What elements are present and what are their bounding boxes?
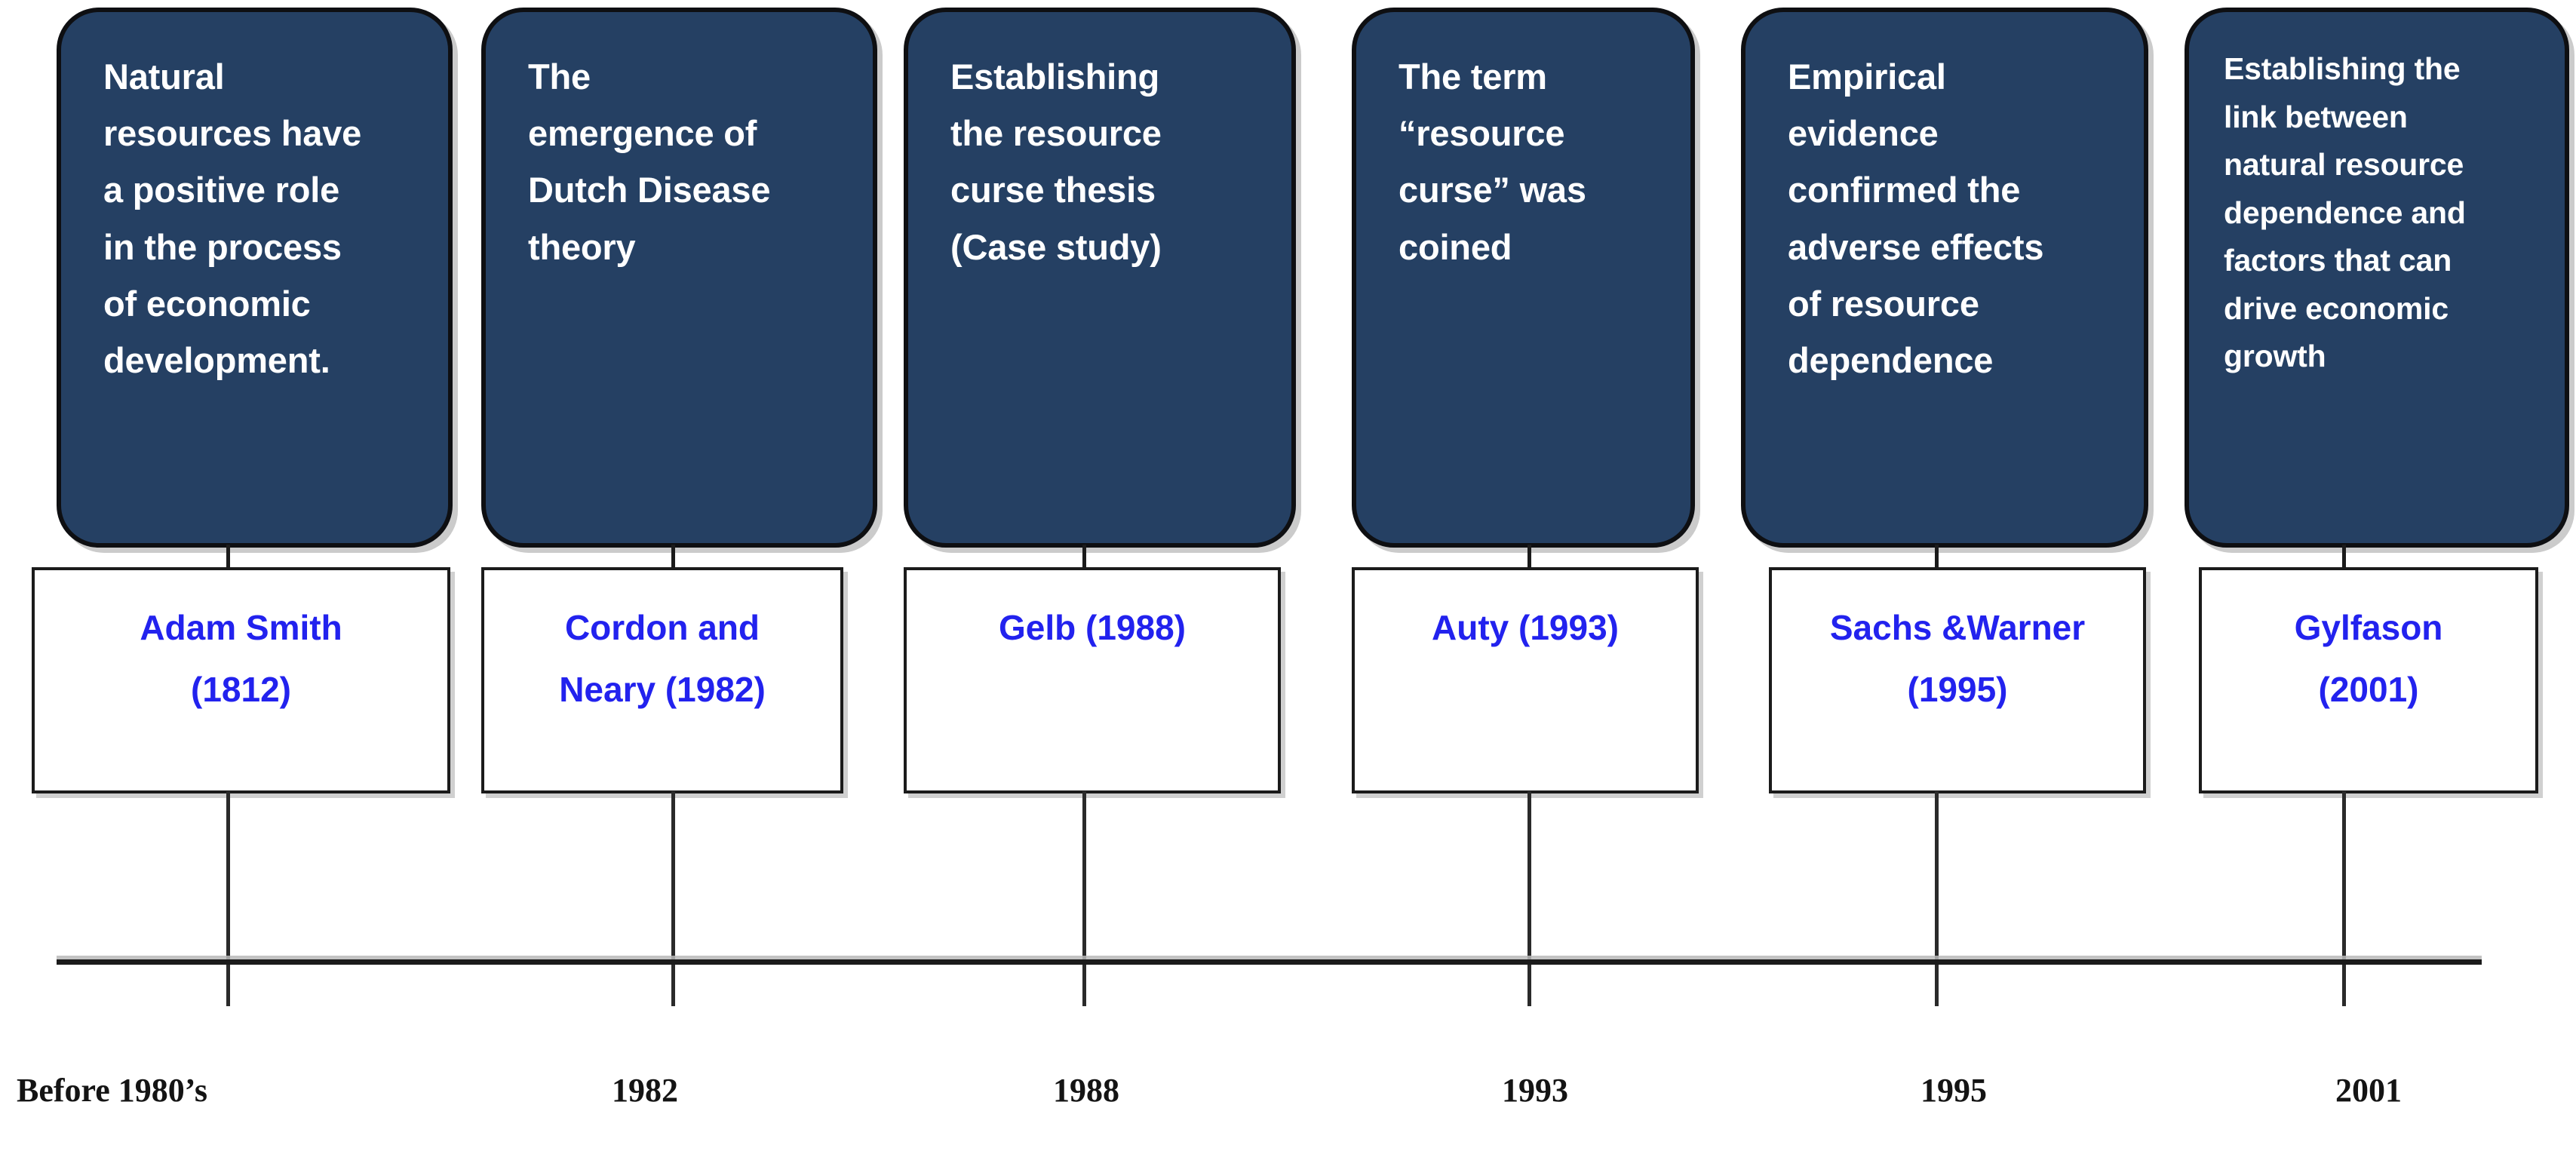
description-card: The emergence of Dutch Disease theory	[481, 8, 877, 548]
description-text: The emergence of Dutch Disease theory	[528, 57, 771, 267]
card-to-citation-connector	[1935, 545, 1939, 570]
description-card: Establishing the resource curse thesis (…	[904, 8, 1296, 548]
citation-text: Sachs &Warner (1995)	[1829, 608, 2086, 709]
year-label: 1995	[1920, 1072, 1987, 1109]
citation-text: Adam Smith (1812)	[140, 608, 342, 709]
citation-box: Sachs &Warner (1995)	[1769, 567, 2146, 793]
citation-to-axis-connector	[671, 791, 675, 1006]
citation-to-axis-connector	[1935, 791, 1939, 1006]
citation-box: Adam Smith (1812)	[32, 567, 450, 793]
description-text: Natural resources have a positive role i…	[103, 57, 362, 380]
card-to-citation-connector	[226, 545, 230, 570]
timeline-axis	[57, 959, 2482, 965]
description-card: Establishing the link between natural re…	[2185, 8, 2569, 548]
description-text: Empirical evidence confirmed the adverse…	[1788, 57, 2044, 380]
description-card: Empirical evidence confirmed the adverse…	[1741, 8, 2148, 548]
description-card: Natural resources have a positive role i…	[57, 8, 453, 548]
citation-to-axis-connector	[1527, 791, 1531, 1006]
year-label: 2001	[2335, 1072, 2402, 1109]
description-text: The term “resource curse” was coined	[1399, 57, 1586, 267]
citation-box: Gylfason (2001)	[2199, 567, 2538, 793]
year-label: Before 1980’s	[17, 1072, 207, 1109]
citation-to-axis-connector	[226, 791, 230, 1006]
description-card: The term “resource curse” was coined	[1352, 8, 1695, 548]
year-label: 1993	[1502, 1072, 1568, 1109]
citation-to-axis-connector	[2342, 791, 2346, 1006]
card-to-citation-connector	[1527, 545, 1531, 570]
citation-box: Gelb (1988)	[904, 567, 1281, 793]
card-to-citation-connector	[2342, 545, 2346, 570]
description-text: Establishing the resource curse thesis (…	[950, 57, 1162, 267]
citation-text: Gelb (1988)	[999, 608, 1186, 647]
card-to-citation-connector	[671, 545, 675, 570]
description-text: Establishing the link between natural re…	[2224, 51, 2466, 374]
citation-box: Cordon and Neary (1982)	[481, 567, 843, 793]
citation-text: Cordon and Neary (1982)	[559, 608, 766, 709]
citation-box: Auty (1993)	[1352, 567, 1699, 793]
citation-text: Gylfason (2001)	[2294, 608, 2443, 709]
year-label: 1982	[612, 1072, 678, 1109]
citation-text: Auty (1993)	[1432, 608, 1619, 647]
year-label: 1988	[1053, 1072, 1119, 1109]
citation-to-axis-connector	[1082, 791, 1086, 1006]
card-to-citation-connector	[1082, 545, 1086, 570]
